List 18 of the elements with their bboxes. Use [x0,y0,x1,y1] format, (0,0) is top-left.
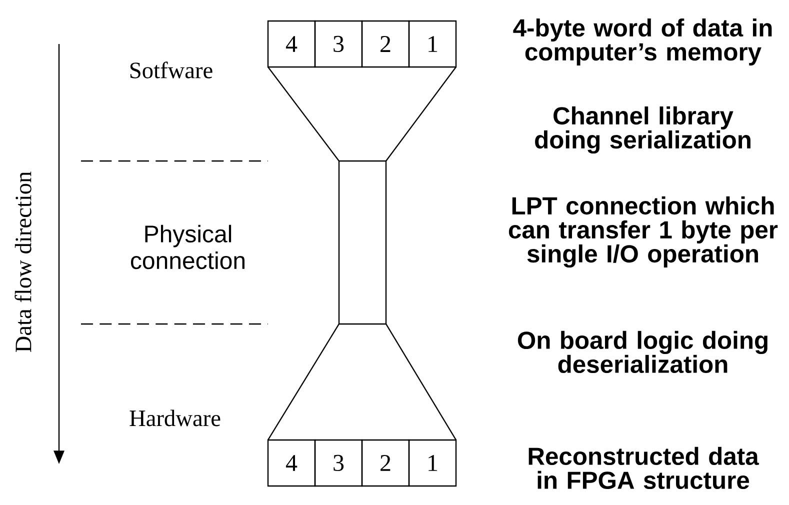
channel-box [338,160,387,325]
digit-cell: 3 [314,20,363,68]
description-text: Reconstructed data in FPGA structure [528,446,759,490]
axis-label: Data flow direction [14,172,32,352]
digit-cell: 1 [408,439,457,487]
digit-cell: 4 [267,439,316,487]
digit-cell: 2 [361,20,410,68]
digit-cell: 1 [408,20,457,68]
layer-label: Physical connection [131,224,244,270]
description-text: Channel library doing serialization [535,106,750,154]
description-text: On board logic doing deserialization [518,330,768,374]
digit-cell: 3 [314,439,363,487]
layer-label: Sotfware [130,62,212,78]
digit-cell: 4 [267,20,316,68]
digit-cell: 2 [361,439,410,487]
layer-label: Hardware [130,410,220,426]
description-text: LPT connection which can transfer 1 byte per single I/O operation [508,196,778,268]
description-text: 4-byte word of data in computer’s memory [513,18,772,66]
